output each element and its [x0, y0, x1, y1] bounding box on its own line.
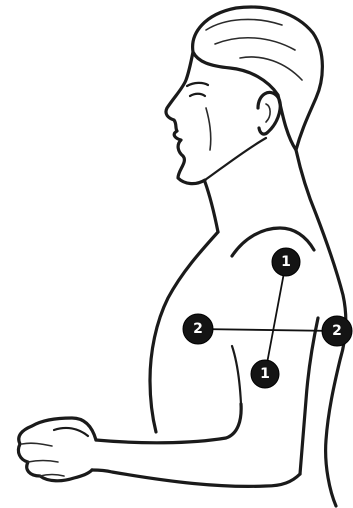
marker-label: 1: [260, 366, 270, 382]
face-profile: [166, 52, 205, 184]
marker-label: 1: [281, 254, 291, 270]
eye: [190, 94, 205, 96]
marker-1-top: 1: [272, 248, 300, 276]
cheek-line: [206, 108, 211, 150]
forearm-top: [96, 404, 241, 443]
brow: [187, 83, 208, 86]
armpit-line: [232, 346, 241, 404]
marker-2-right: 2: [322, 316, 352, 346]
ear-inner: [266, 104, 270, 122]
marker-2-left: 2: [183, 314, 213, 344]
ear: [258, 92, 280, 134]
upper-arm-back: [300, 318, 318, 474]
jaw-line: [205, 138, 266, 180]
thumb: [54, 428, 88, 436]
marker-label: 2: [193, 321, 203, 337]
marker-label: 2: [332, 323, 342, 339]
connector-line-1: [265, 262, 286, 374]
neck-front: [205, 182, 218, 232]
fist: [18, 418, 96, 481]
shoulder-curve: [232, 228, 314, 256]
marker-1-bottom: 1: [251, 360, 279, 388]
forearm-bottom: [92, 470, 300, 486]
